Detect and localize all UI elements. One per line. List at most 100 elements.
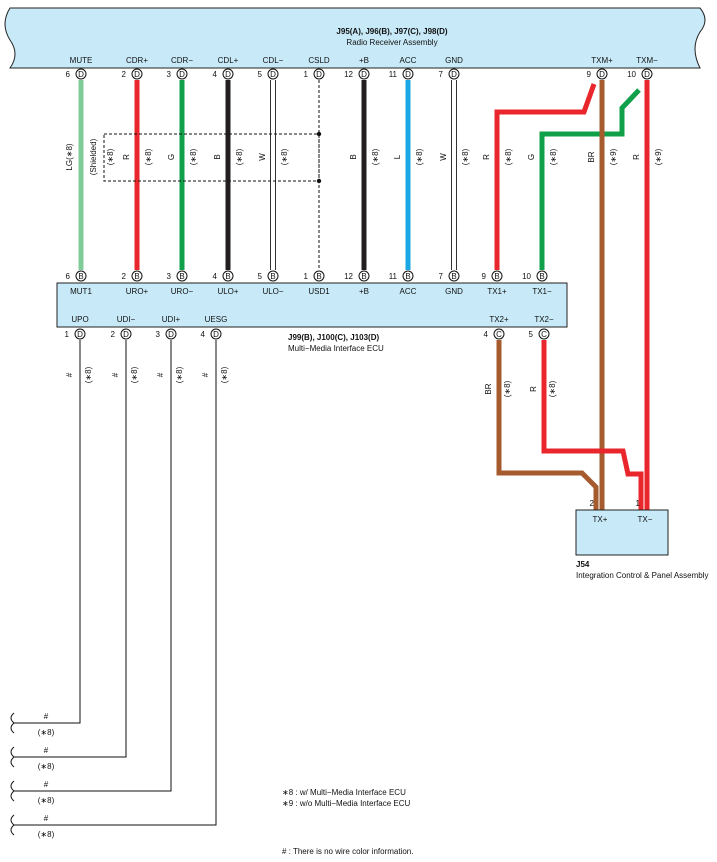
break-mark: [10, 780, 15, 792]
wire-label-udi-minus: #: [111, 372, 120, 377]
connector-letter: B: [451, 272, 456, 281]
connector-letter: D: [361, 70, 367, 79]
ecu-pin-tx2-minus: TX2− 5 C: [529, 315, 554, 340]
upper-wires: [78, 80, 650, 512]
pin-number: 12: [344, 70, 353, 79]
connector-letter: D: [123, 330, 129, 339]
break-mark: [10, 712, 15, 724]
pin-number: 11: [389, 272, 398, 281]
offpage-option: (∗8): [38, 728, 55, 737]
connector-letter: B: [134, 272, 139, 281]
wire-option-acc: (∗8): [415, 148, 424, 165]
pin-name: TX2−: [534, 315, 554, 324]
offpage-label: #: [44, 780, 49, 789]
pin-number: 2: [122, 272, 127, 281]
wire-option-tx1-minus: (∗8): [549, 148, 558, 165]
pin-number: 5: [529, 330, 534, 339]
wire-option-gnd: (∗8): [461, 148, 470, 165]
pin-number: 10: [627, 70, 636, 79]
connector-circle: [402, 270, 414, 282]
panel-subtitle: Integration Control & Panel Assembly: [576, 571, 709, 580]
wire-option-cdl-minus: (∗8): [280, 148, 289, 165]
pin-name: MUTE: [70, 56, 93, 65]
ecu-pin-uesg: UESG 4 D: [201, 315, 227, 340]
ecu-subtitle: Multi−Media Interface ECU: [288, 344, 384, 353]
connector-letter: B: [225, 272, 230, 281]
pin-name: +B: [359, 287, 369, 296]
offpage-label: #: [44, 746, 49, 755]
ecu-top-pins: 6 B MUT1 2 B URO+ 3 B URO− 4 B ULO+ 5 B …: [66, 270, 552, 296]
break-mark: [10, 814, 15, 826]
pin-name: UDI−: [117, 315, 136, 324]
offpage-option: (∗8): [38, 830, 55, 839]
connector-circle: [75, 68, 87, 80]
pin-number: 6: [66, 70, 71, 79]
shield-junction-top: [316, 131, 322, 137]
wire-udi-minus: [30, 340, 127, 758]
lower-wires: [30, 340, 644, 826]
connector-letter: B: [270, 272, 275, 281]
shield-junction-bottom: [316, 178, 322, 184]
lower-wire-labels: # (∗8) # (∗8) # (∗8) # (∗8) BR (∗8) R (∗…: [65, 366, 557, 397]
wire-uesg: [30, 340, 217, 826]
pin-name: CSLD: [308, 56, 330, 65]
wire-label-uesg: #: [201, 372, 210, 377]
connector-letter: D: [225, 70, 231, 79]
pin-name: TXM+: [591, 56, 613, 65]
wire-label-cdr-plus: R: [122, 154, 131, 160]
connector-circle: [120, 328, 132, 340]
wire-option-cdl-plus: (∗8): [235, 148, 244, 165]
pin-name: TX1−: [532, 287, 552, 296]
wire-label-udi-plus: #: [156, 372, 165, 377]
connector-letter: D: [168, 330, 174, 339]
radio-title: J95(A), J96(B), J97(C), J98(D): [336, 27, 447, 36]
wire-txm-plus-r: [494, 83, 597, 270]
radio-pin-txm-minus: TXM− 10 D: [627, 56, 658, 80]
wire-udi-plus: [30, 340, 172, 792]
connector-letter: D: [134, 70, 140, 79]
connector-letter: D: [451, 70, 457, 79]
radio-receiver-box: [4, 7, 706, 69]
connector-circle: [176, 68, 188, 80]
pin-name: ULO−: [262, 287, 283, 296]
pin-number: 11: [389, 70, 398, 79]
wire-option-udi-minus: (∗8): [130, 366, 139, 383]
ecu-pin-mut1: 6 B MUT1: [66, 270, 92, 296]
ecu-pin-tx1-plus: 9 B TX1+: [482, 270, 507, 296]
offpage-connections: # (∗8) # (∗8) # (∗8) # (∗8): [10, 712, 55, 839]
pin-number: 5: [258, 272, 263, 281]
ecu-pin-ulo-plus: 4 B ULO+: [213, 270, 239, 296]
connector-letter: D: [78, 70, 84, 79]
pin-number: 7: [439, 272, 444, 281]
pin-number: 9: [587, 70, 592, 79]
ecu-pin-ulo-minus: 5 B ULO−: [258, 270, 284, 296]
wire-label-tx2-plus: BR: [484, 383, 493, 394]
pin-name: CDR−: [171, 56, 193, 65]
ecu-pin-usd1: 1 B USD1: [304, 270, 330, 296]
wire-tx2-minus: [541, 340, 644, 512]
wire-option-udi-plus: (∗8): [175, 366, 184, 383]
ecu-pin-acc: 11 B ACC: [389, 270, 417, 296]
wire-option-plus-b: (∗8): [371, 148, 380, 165]
ecu-pin-udi-plus: UDI+ 3 D: [156, 315, 181, 340]
pin-number: 5: [258, 70, 263, 79]
connector-circle: [75, 270, 87, 282]
shield-label: (Shielded): [89, 138, 98, 175]
pin-name: ACC: [400, 287, 417, 296]
pin-number: 6: [66, 272, 71, 281]
wire-label-tx1-minus: G: [527, 154, 536, 160]
radio-pin-gnd: GND 7 D: [439, 56, 463, 80]
pin-name: CDL−: [263, 56, 284, 65]
wire-label-cdl-minus: W: [258, 153, 267, 161]
connector-letter: D: [599, 70, 605, 79]
note-no-color: # : There is no wire color information.: [282, 847, 413, 856]
pin-name: TX+: [593, 515, 608, 524]
radio-pin-plus-b: +B 12 D: [344, 56, 370, 80]
radio-pin-cdr-minus: CDR− 3 D: [167, 56, 193, 80]
connector-circle: [491, 270, 503, 282]
pin-name: URO+: [126, 287, 149, 296]
connector-circle: [267, 68, 279, 80]
wire-label-upo: #: [65, 372, 74, 377]
connector-circle: [313, 68, 325, 80]
connector-letter: C: [496, 330, 502, 339]
